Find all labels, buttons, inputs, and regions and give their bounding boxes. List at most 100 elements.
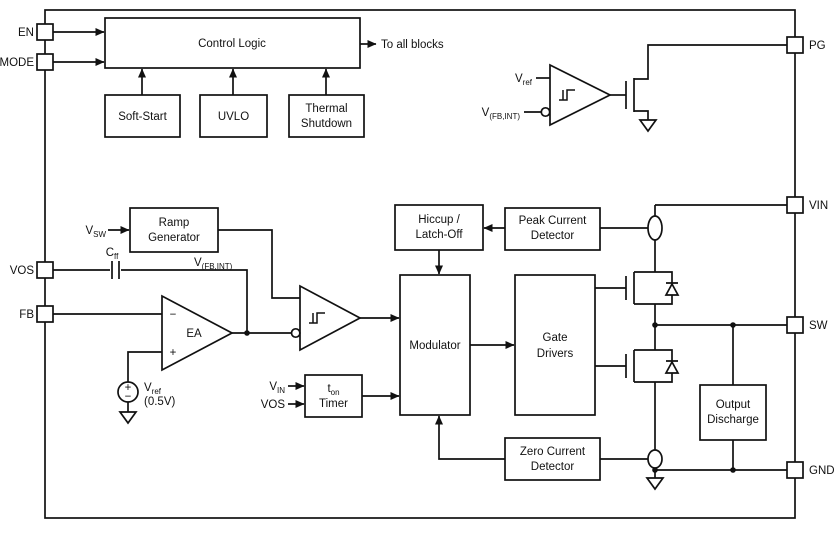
cff-capacitor (111, 261, 120, 279)
ea-plus-sign: + (170, 347, 177, 359)
ton-timer-label-1: ton (327, 383, 339, 397)
pin-gnd: GND (786, 461, 835, 479)
ramp-generator-label-2: Generator (148, 232, 200, 244)
soft-start-box (104, 94, 181, 138)
hs-body-diode-icon (664, 282, 680, 296)
vref-source: + − Vref (0.5V) (117, 381, 175, 425)
pin-pg-label: PG (809, 40, 826, 52)
pin-vos: VOS (10, 261, 54, 279)
pin-sw-pad (786, 316, 804, 334)
zero-current-label-2: Detector (531, 461, 575, 473)
pwm-comparator-bubble-icon (290, 327, 301, 339)
output-discharge-label-1: Output (716, 399, 751, 411)
soft-start-label: Soft-Start (118, 111, 167, 123)
pwm-comparator (290, 284, 362, 352)
wire-pgfet-source (634, 110, 649, 120)
ea-minus-sign: − (170, 309, 177, 321)
pg-mosfet-icon (625, 78, 658, 133)
uvlo-label: UVLO (218, 111, 249, 123)
gate-drivers-label-2: Drivers (537, 348, 574, 360)
wiring (53, 28, 787, 478)
gate-drivers-box (514, 274, 596, 416)
pin-sw-label: SW (809, 320, 828, 332)
peak-current-box (504, 207, 601, 251)
ton-timer-label-2: Timer (319, 398, 348, 410)
pg-ground-icon (638, 119, 658, 133)
gate-drivers-label-1: Gate (543, 332, 568, 344)
pwm-comparator-triangle (299, 284, 362, 352)
hs-mosfet-body (625, 271, 655, 305)
wire-vref-ea (127, 351, 162, 382)
wire-pgfet-drain (634, 44, 787, 80)
block-ton-timer: ton Timer (304, 374, 363, 418)
pin-pg: PG (786, 36, 826, 54)
hysteresis-icon (559, 89, 575, 101)
peak-current-label-1: Peak Current (519, 215, 588, 227)
hiccup-box (394, 204, 484, 251)
pin-en-label: EN (18, 27, 34, 39)
block-ramp-generator: Ramp Generator (129, 207, 219, 253)
ramp-generator-label-1: Ramp (159, 217, 190, 229)
pg-comparator-triangle (549, 63, 612, 127)
vref-ground-icon (118, 411, 138, 425)
ls-mosfet-body (625, 349, 655, 383)
ton-timer-box (304, 374, 363, 418)
hysteresis-icon (309, 312, 325, 324)
thermal-shutdown-box (288, 94, 365, 138)
zero-current-label-1: Zero Current (520, 446, 586, 458)
output-discharge-label-2: Discharge (707, 414, 759, 426)
ea-label: EA (186, 328, 202, 340)
hiccup-label-2: Latch-Off (415, 229, 463, 241)
uvlo-box (199, 94, 268, 138)
block-modulator: Modulator (399, 274, 471, 416)
thermal-shutdown-label-2: Shutdown (301, 118, 352, 130)
pg-comparator: Vref V(FB,INT) (482, 63, 612, 127)
block-gate-drivers: Gate Drivers (514, 274, 596, 416)
ton-vin-label: VIN (269, 381, 285, 395)
pin-fb-label: FB (19, 309, 34, 321)
vref-source-icon (117, 381, 139, 403)
block-hiccup-latchoff: Hiccup / Latch-Off (394, 204, 484, 251)
junction-sw (652, 322, 658, 328)
zero-current-box (504, 437, 601, 481)
pin-vos-pad (36, 261, 54, 279)
vsw-label: VSW (85, 225, 106, 239)
control-logic-label: Control Logic (198, 38, 266, 50)
hiccup-label-1: Hiccup / (418, 214, 460, 226)
power-ground-icon (645, 477, 665, 491)
peak-current-label-2: Detector (531, 230, 575, 242)
pin-vos-label: VOS (10, 265, 35, 277)
error-amplifier: − + EA (161, 294, 234, 372)
block-output-discharge: Output Discharge (699, 384, 767, 441)
pin-en-pad (36, 23, 54, 41)
ramp-generator-box (129, 207, 219, 253)
thermal-shutdown-label-1: Thermal (305, 103, 347, 115)
peak-current-sensor-icon (647, 215, 663, 241)
wire-ramp-out (218, 229, 300, 299)
block-zero-current-detector: Zero Current Detector (504, 437, 601, 481)
wire-vfbint (121, 269, 248, 333)
lowside-mosfet-icon (625, 349, 680, 383)
ton-vos-label: VOS (261, 399, 286, 411)
vref-minus-sign: − (125, 391, 132, 403)
chip-boundary (44, 9, 796, 519)
pin-fb-pad (36, 305, 54, 323)
block-thermal-shutdown: Thermal Shutdown (288, 94, 365, 138)
vref-plus-sign: + (125, 382, 132, 394)
wire-zero-mod (435, 415, 505, 460)
pg-comparator-bubble-icon (540, 106, 551, 118)
pin-pg-pad (786, 36, 804, 54)
vref-label: Vref (144, 382, 162, 396)
ea-triangle (161, 294, 234, 372)
control-logic-box (104, 17, 361, 69)
cff-label: Cff (106, 247, 119, 261)
pin-fb: FB (19, 305, 54, 323)
to-all-blocks-label: To all blocks (381, 39, 444, 51)
pin-gnd-label: GND (809, 465, 835, 477)
pg-vfbint-label: V(FB,INT) (482, 107, 521, 121)
pin-mode: MODE (0, 53, 54, 71)
pin-sw: SW (786, 316, 828, 334)
wire-vin-rail (654, 204, 787, 272)
